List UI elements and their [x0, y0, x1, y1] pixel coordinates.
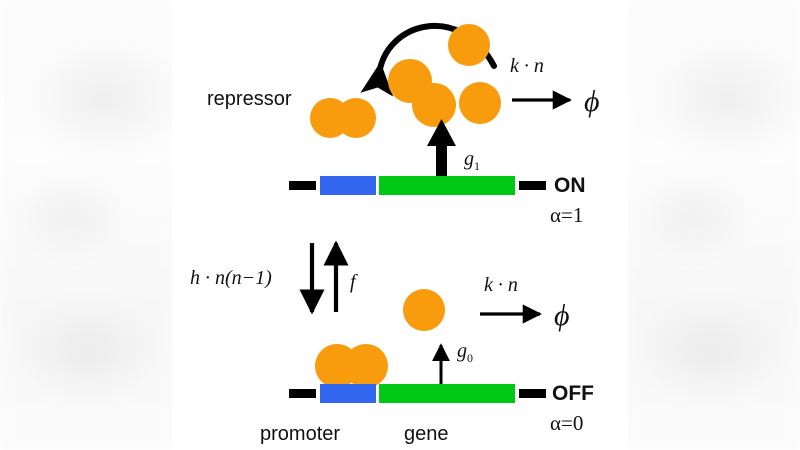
- binding-rate-label: h · n(n−1): [190, 267, 272, 289]
- right-letterbox-blur: [622, 0, 800, 450]
- on-alpha-label: α=1: [550, 203, 583, 227]
- off-free-repressor-circle: [403, 289, 445, 331]
- on-dna-strand: [289, 176, 546, 195]
- on-state-badge: ON: [554, 174, 586, 197]
- off-degradation-product-label: ϕ: [554, 299, 570, 332]
- gene-segment: [379, 176, 515, 195]
- on-panel-repressor-cluster: [310, 24, 501, 138]
- off-degradation-group: k · n ϕ: [480, 274, 570, 332]
- off-bound-repressor-dimer: [315, 344, 388, 388]
- unbinding-rate-label: f: [350, 271, 358, 293]
- promoter-label: promoter: [260, 423, 340, 445]
- dna-backbone-left: [289, 181, 316, 190]
- on-production-arrow: [427, 119, 456, 186]
- dna-backbone-right: [519, 389, 546, 398]
- off-dna-strand: [289, 384, 546, 403]
- on-degradation-rate-label: k · n: [510, 55, 544, 77]
- gene-label: gene: [404, 423, 449, 445]
- repressor-circle: [336, 98, 376, 138]
- repressor-label: repressor: [207, 88, 292, 110]
- repressor-circle: [448, 24, 490, 66]
- left-letterbox-blur: [0, 0, 176, 450]
- repressor-circle: [344, 344, 388, 388]
- on-degradation-group: k · n ϕ: [510, 55, 600, 118]
- on-production-rate-label: g1: [464, 148, 480, 173]
- repressor-circle: [459, 82, 501, 124]
- off-alpha-label: α=0: [550, 411, 583, 435]
- dna-backbone-left: [289, 389, 316, 398]
- promoter-segment: [320, 176, 376, 195]
- promoter-segment: [320, 384, 376, 403]
- dna-backbone-right: [519, 181, 546, 190]
- off-degradation-rate-label: k · n: [484, 274, 518, 296]
- repressor-circle: [412, 83, 456, 127]
- gene-segment: [379, 384, 515, 403]
- on-degradation-product-label: ϕ: [584, 85, 600, 118]
- diagram-panel: repressor k · n ϕ: [172, 0, 628, 450]
- off-state-badge: OFF: [552, 382, 594, 405]
- off-production-rate-label: g0: [457, 340, 473, 365]
